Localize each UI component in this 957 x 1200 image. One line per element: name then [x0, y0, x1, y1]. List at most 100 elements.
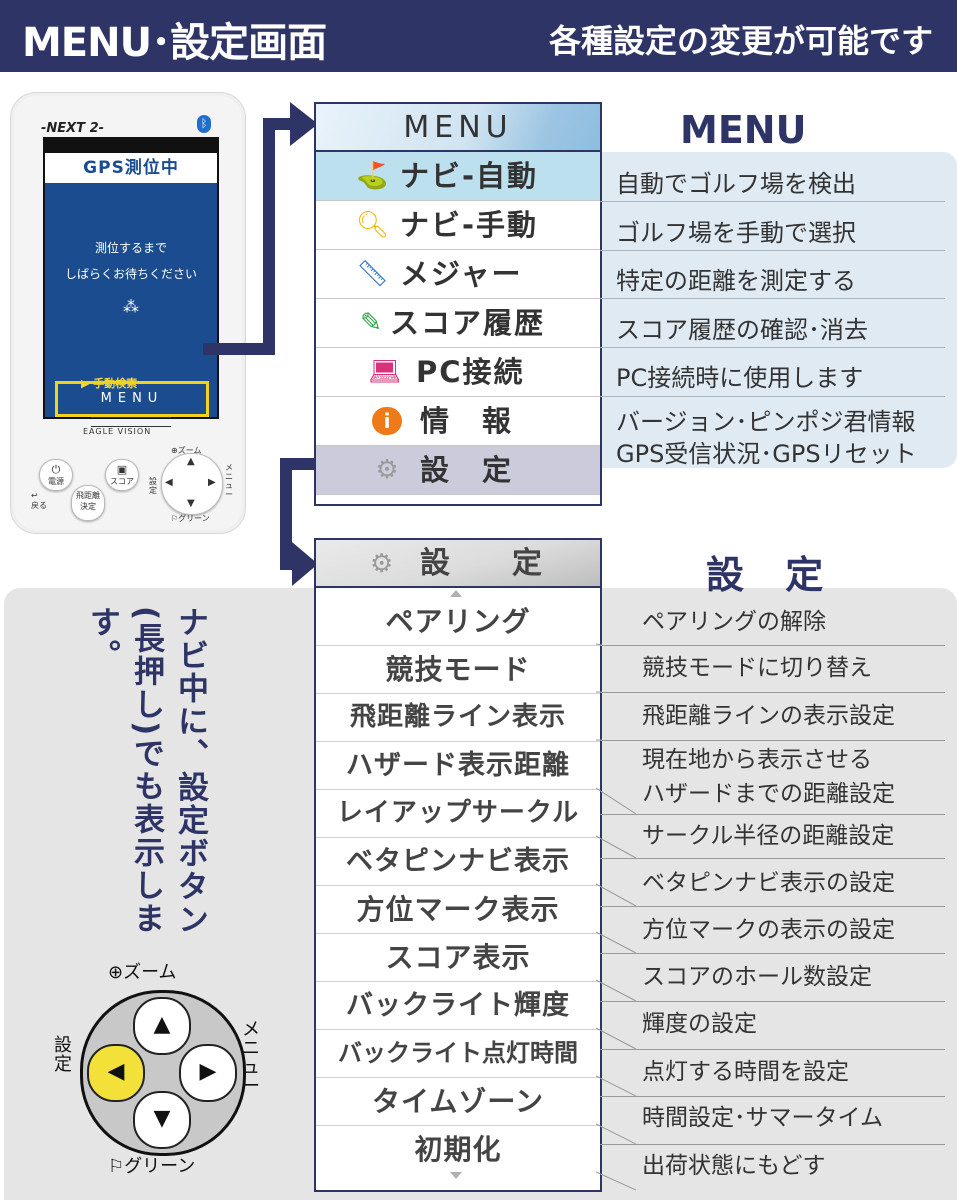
- menu-item-label: ナビ-手動: [400, 208, 539, 242]
- settings-desc-backlight-brightness: 輝度の設定: [642, 1011, 757, 1037]
- connector-arrow-h1: [203, 343, 275, 355]
- settings-desc-divider: [600, 1096, 945, 1097]
- settings-desc-bearing-mark: 方位マークの表示の設定: [642, 917, 895, 943]
- pad-zoom-label: ⊕ズーム: [108, 962, 177, 983]
- menu-heading: MENU: [680, 108, 807, 152]
- menu-item-label: 設 定: [420, 453, 514, 487]
- gps-device: -NEXT 2- ᛒ GPS測位中 測位するまで しばらくお待ちください ⁂ ▶…: [10, 92, 246, 534]
- settings-desc-competition-mode: 競技モードに切り替え: [642, 655, 872, 681]
- menu-desc-divider: [600, 347, 945, 348]
- device-brand: -NEXT 2-: [41, 121, 105, 136]
- settings-item-betapin-navi[interactable]: ベタピンナビ表示: [316, 838, 600, 886]
- device-dpad[interactable]: ▲ ▼ ◀ ▶: [161, 453, 223, 515]
- page-subtitle: 各種設定の変更が可能です: [548, 22, 933, 60]
- settings-item-distance-line[interactable]: 飛距離ライン表示: [316, 694, 600, 742]
- menu-desc-score-history: スコア履歴の確認･消去: [616, 316, 868, 344]
- menu-item-info[interactable]: i 情 報: [316, 397, 600, 446]
- up-arrow-icon[interactable]: ▲: [187, 456, 195, 467]
- loading-spinner-icon: ⁂: [123, 297, 139, 316]
- logo-lines-icon: [91, 417, 171, 427]
- menu-item-label: 情 報: [420, 404, 514, 438]
- settings-desc-backlight-time: 点灯する時間を設定: [642, 1059, 849, 1085]
- menu-item-navi-manual[interactable]: 🔍︎ ナビ-手動: [316, 201, 600, 250]
- menu-item-label: PC接続: [416, 355, 525, 389]
- menu-item-navi-auto[interactable]: ⛳ ナビ-自動: [316, 152, 600, 201]
- back-label: ↩戻る: [31, 491, 47, 510]
- menu-item-settings[interactable]: ⚙ 設 定: [316, 446, 600, 495]
- menu-panel-title: MENU: [316, 104, 600, 152]
- bluetooth-icon: ᛒ: [197, 115, 211, 133]
- power-button[interactable]: ⏻電源: [39, 459, 73, 491]
- settings-item-hazard-distance[interactable]: ハザード表示距離: [316, 742, 600, 790]
- connector-arrow2-h2: [280, 558, 294, 570]
- menu-item-pc-connect[interactable]: 💻︎ PC接続: [316, 348, 600, 397]
- device-screen: GPS測位中 測位するまで しばらくお待ちください ⁂ ▶ 手動検索 MENU: [43, 137, 219, 419]
- settings-desc-divider: [600, 645, 945, 646]
- power-icon: ⏻: [51, 463, 61, 476]
- menu-item-label: ナビ-自動: [400, 159, 539, 193]
- right-arrow-icon[interactable]: ▶: [208, 477, 216, 488]
- settings-item-backlight-time[interactable]: バックライト点灯時間: [316, 1030, 600, 1078]
- dpad-diagram: ▲ ▼ ◀ ▶: [80, 990, 246, 1156]
- connector-arrowhead-icon: [290, 102, 318, 146]
- settings-desc-score-display: スコアのホール数設定: [642, 964, 872, 990]
- screen-wait-line1: 測位するまで: [94, 241, 167, 255]
- dpad-up-icon: ▲: [133, 997, 191, 1055]
- screen-menu-button[interactable]: MENU: [55, 381, 209, 417]
- settings-desc-hazard-1: 現在地から表示させる: [642, 747, 872, 773]
- settings-desc-divider: [600, 953, 945, 954]
- settings-desc-hazard-2: ハザードまでの距離設定: [642, 781, 895, 807]
- settings-desc-divider: [600, 1144, 945, 1145]
- menu-desc-info-2: GPS受信状況･GPSリセット: [616, 440, 917, 468]
- settings-desc-layup-circle: サークル半径の距離設定: [642, 823, 895, 849]
- settings-desc-divider: [600, 858, 945, 859]
- menu-item-label: スコア履歴: [390, 306, 546, 340]
- settings-desc-divider: [600, 814, 945, 815]
- dpad-down-icon: ▼: [133, 1091, 191, 1149]
- settings-item-timezone[interactable]: タイムゾーン: [316, 1078, 600, 1126]
- settings-desc-divider: [600, 1001, 945, 1002]
- settings-panel: ⚙ 設 定 ペアリング 競技モード 飛距離ライン表示 ハザード表示距離 レイアッ…: [314, 538, 602, 1192]
- menu-desc-navi-auto: 自動でゴルフ場を検出: [616, 170, 856, 198]
- screen-status-bar: [45, 139, 217, 153]
- settings-desc-divider: [600, 1049, 945, 1050]
- settings-item-pairing[interactable]: ペアリング: [316, 598, 600, 646]
- settings-desc-initialize: 出荷状態にもどす: [642, 1153, 826, 1179]
- settings-desc-distance-line: 飛距離ラインの表示設定: [642, 703, 895, 729]
- settings-item-bearing-mark[interactable]: 方位マーク表示: [316, 886, 600, 934]
- settings-desc-divider: [600, 906, 945, 907]
- page-title: MENU･設定画面: [22, 20, 327, 66]
- settings-item-initialize[interactable]: 初期化: [414, 1133, 502, 1166]
- settings-item-layup-circle[interactable]: レイアップサークル: [316, 790, 600, 838]
- ruler-icon: 📏︎: [356, 259, 390, 289]
- page-header: MENU･設定画面 各種設定の変更が可能です: [0, 0, 957, 72]
- info-icon: i: [372, 407, 402, 435]
- menu-desc-info-1: バージョン･ピンポジ君情報: [616, 408, 916, 436]
- settings-item-backlight-brightness[interactable]: バックライト輝度: [316, 982, 600, 1030]
- green-label: ⚐グリーン: [171, 514, 210, 523]
- pad-menu-label: メニュー: [242, 1019, 260, 1097]
- settings-desc-timezone: 時間設定･サマータイム: [642, 1105, 884, 1131]
- settings-item-competition-mode[interactable]: 競技モード: [316, 646, 600, 694]
- gear-icon: ⚙: [375, 455, 399, 485]
- scroll-up-icon[interactable]: [450, 590, 462, 597]
- ok-button[interactable]: 飛距離決定: [71, 485, 105, 521]
- scroll-down-icon[interactable]: [450, 1172, 462, 1179]
- setting-label: 設定: [149, 477, 157, 495]
- menu-item-score-history[interactable]: ✎ スコア履歴: [316, 299, 600, 348]
- menu-desc-background: [600, 152, 957, 468]
- pencil-icon: ✎: [360, 308, 382, 338]
- golf-tee-icon: ⛳: [356, 161, 389, 191]
- menu-panel: MENU ⛳ ナビ-自動 🔍︎ ナビ-手動 📏︎ メジャー ✎ スコア履歴 💻︎…: [314, 102, 602, 506]
- device-logo: EAGLE VISION: [83, 427, 152, 436]
- menu-desc-divider: [600, 298, 945, 299]
- score-icon: ▣: [116, 463, 128, 476]
- down-arrow-icon[interactable]: ▼: [187, 498, 195, 509]
- settings-item-score-display[interactable]: スコア表示: [316, 934, 600, 982]
- connector-arrowhead2-icon: [292, 542, 318, 586]
- left-arrow-icon[interactable]: ◀: [165, 477, 173, 488]
- menu-item-measure[interactable]: 📏︎ メジャー: [316, 250, 600, 299]
- score-button[interactable]: ▣スコア: [105, 459, 139, 491]
- pad-setting-label: 設定: [54, 1035, 72, 1075]
- menu-desc-pc-connect: PC接続時に使用します: [616, 364, 864, 392]
